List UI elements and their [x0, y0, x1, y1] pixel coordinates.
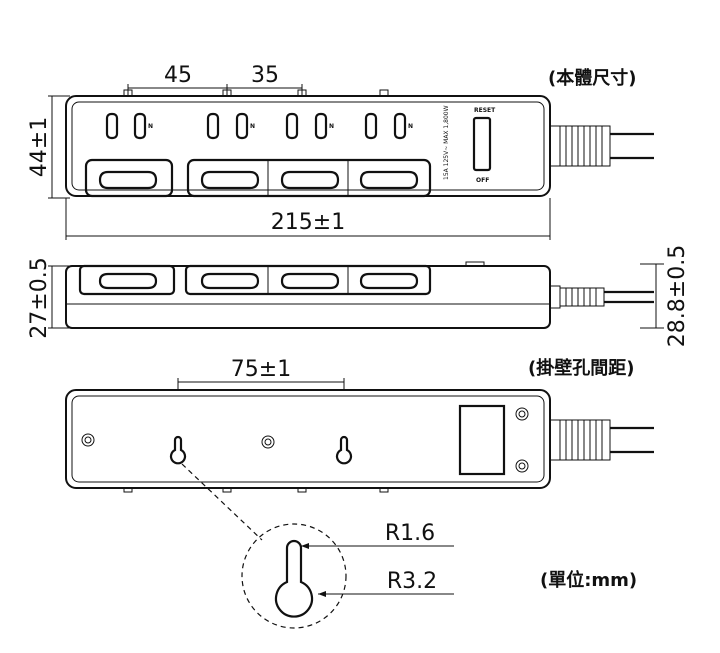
keyhole-left: [169, 435, 187, 465]
socket-row: N N N N: [105, 112, 413, 140]
length-label: 215±1: [271, 210, 345, 235]
thickness-label: 27±0.5: [27, 257, 52, 338]
keyhole-right: [335, 435, 353, 465]
svg-text:N: N: [408, 123, 413, 130]
height-label: 44±1: [27, 117, 52, 177]
bottom-view: (掛壁孔間距) 75±1: [65, 357, 654, 493]
unit-label: (單位:mm): [540, 569, 637, 591]
strip-body-bottom: [65, 389, 551, 489]
reset-switch: [472, 116, 492, 172]
power-cord-top: [550, 125, 654, 167]
svg-text:N: N: [148, 123, 153, 130]
detail-circle: [241, 523, 347, 629]
switch-row-side: [98, 272, 419, 290]
rating-text: 15A 125V~ MAX 1,800W: [443, 105, 450, 180]
hole-pitch-label: 75±1: [231, 357, 291, 382]
pitch-a-label: 45: [164, 63, 192, 88]
strip-body-side: [65, 265, 551, 329]
side-view: 27±0.5 28.8±0.5: [27, 245, 690, 347]
total-thickness-label: 28.8±0.5: [665, 245, 690, 347]
pitch-b-label: 35: [251, 63, 279, 88]
power-cord-bottom: [550, 419, 654, 461]
large-radius-label: R3.2: [387, 569, 437, 594]
keyhole-detail-shape: [274, 539, 314, 618]
small-radius-label: R1.6: [385, 521, 435, 546]
hole-spacing-label: (掛壁孔間距): [528, 357, 634, 379]
top-view: 45 35 (本體尺寸) 44±1 N N: [27, 63, 654, 240]
off-text: OFF: [476, 177, 489, 184]
keyhole-detail: R1.6 R3.2 (單位:mm): [181, 463, 637, 629]
reset-text: RESET: [474, 107, 496, 114]
svg-text:N: N: [329, 123, 334, 130]
label-area: [458, 404, 506, 476]
switch-row-top: [98, 170, 419, 190]
body-size-label: (本體尺寸): [548, 67, 636, 89]
svg-text:N: N: [250, 123, 255, 130]
power-cord-side: [549, 285, 654, 309]
